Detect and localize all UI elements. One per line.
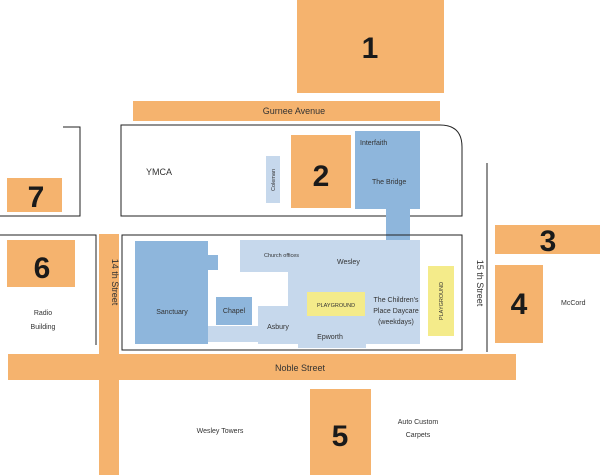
church-block-outline: [121, 234, 463, 351]
church-offices-label: Church offices: [264, 253, 299, 259]
parking-lot-4[interactable]: [495, 265, 543, 343]
playground-1[interactable]: [307, 292, 365, 316]
lot-7-number: 7: [28, 181, 45, 214]
daycare-line-3: (weekdays): [378, 319, 414, 326]
coleman-label: Coleman: [271, 169, 277, 191]
wesley-label: Wesley: [337, 259, 360, 266]
chapel-building[interactable]: [216, 297, 252, 325]
gurnee-avenue-label: Gurnee Avenue: [263, 106, 325, 116]
daycare-line-2: Place Daycare: [373, 308, 419, 315]
playground-2-label: PLAYGROUND: [439, 282, 445, 320]
parking-lot-3[interactable]: [495, 225, 600, 254]
sanctuary-label: Sanctuary: [156, 309, 188, 316]
lot-6-number: 6: [34, 252, 51, 285]
sanctuary-building[interactable]: [135, 241, 208, 344]
coleman-building: [266, 156, 280, 203]
parking-lot-7[interactable]: [7, 178, 62, 212]
parking-lot-1[interactable]: [297, 0, 444, 93]
ymca-label: YMCA: [146, 167, 172, 177]
auto-custom-line-2: Carpets: [406, 432, 431, 439]
playground-1-label: PLAYGROUND: [317, 303, 355, 309]
church-offices-building[interactable]: [240, 240, 420, 272]
noble-street-road: [8, 354, 516, 380]
gurnee-avenue-road: [133, 101, 440, 121]
lot-4-number: 4: [511, 288, 528, 321]
wesley-towers-label: Wesley Towers: [197, 428, 244, 435]
auto-custom-line-1: Auto Custom: [398, 419, 439, 426]
interfaith-bridge-building[interactable]: [355, 131, 420, 209]
epworth-label: Epworth: [317, 334, 343, 341]
lot-3-number: 3: [540, 225, 557, 258]
lot-7-block-outline: [0, 126, 81, 217]
lot-2-number: 2: [313, 160, 330, 193]
radio-block-outline: [0, 234, 97, 345]
asbury-building[interactable]: [258, 306, 298, 344]
sanctuary-wing: [208, 255, 218, 270]
epworth-building[interactable]: [298, 322, 366, 348]
asbury-label: Asbury: [267, 324, 289, 331]
radio-line-1: Radio: [34, 310, 52, 317]
interfaith-label: Interfaith: [360, 140, 387, 147]
chapel-label: Chapel: [223, 308, 246, 315]
14th-street-label: 14 th Street: [110, 259, 120, 306]
radio-line-2: Building: [31, 324, 56, 331]
15th-street-label: 15 th Street: [475, 260, 485, 307]
parking-lot-2[interactable]: [291, 135, 351, 208]
lot-1-number: 1: [362, 32, 379, 65]
north-block-outline: [120, 124, 463, 217]
the-bridge-label: The Bridge: [372, 179, 406, 186]
parking-lot-6[interactable]: [7, 240, 75, 287]
parking-lot-5[interactable]: [310, 389, 371, 475]
link-corridor: [208, 326, 268, 342]
mccord-label: McCord: [561, 300, 586, 307]
bridge-connector: [386, 207, 410, 241]
noble-street-label: Noble Street: [275, 363, 326, 373]
lot-5-number: 5: [332, 420, 349, 453]
playground-2[interactable]: [428, 266, 454, 336]
daycare-line-1: The Children's: [374, 297, 419, 304]
